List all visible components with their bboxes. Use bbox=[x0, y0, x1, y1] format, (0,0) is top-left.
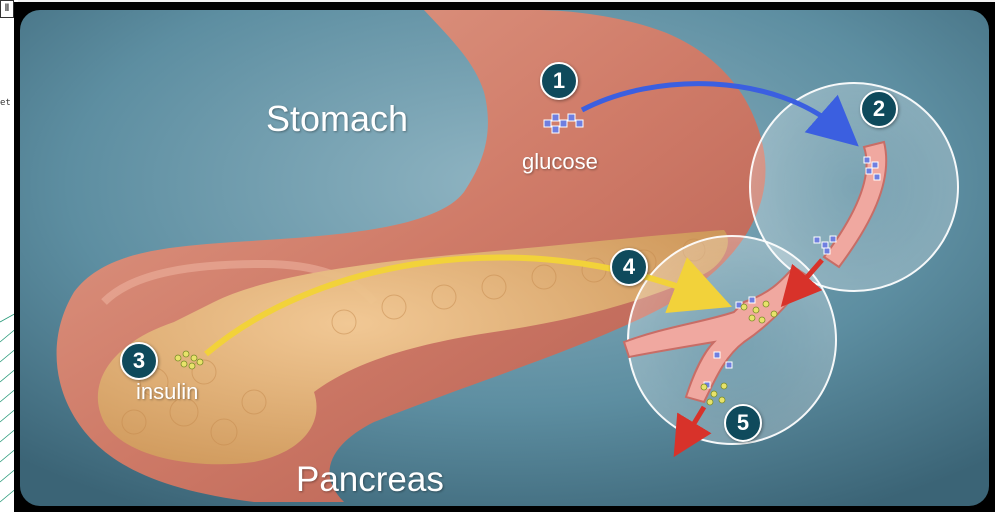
step-badge-4: 4 bbox=[610, 248, 648, 286]
step-badge-3: 3 bbox=[120, 342, 158, 380]
document-icon: Ⅱ bbox=[0, 0, 14, 18]
cut-off-text: et bbox=[0, 98, 11, 108]
digestion-illustration: Stomach Pancreas glucose insulin 1 2 3 4… bbox=[14, 2, 995, 512]
step-badge-5: 5 bbox=[724, 404, 762, 442]
stomach-label: Stomach bbox=[266, 98, 408, 140]
pancreas-label: Pancreas bbox=[296, 460, 444, 500]
insulin-label: insulin bbox=[136, 379, 198, 405]
step-badge-2: 2 bbox=[860, 90, 898, 128]
glucose-label: glucose bbox=[522, 149, 598, 175]
step-badge-1: 1 bbox=[540, 62, 578, 100]
